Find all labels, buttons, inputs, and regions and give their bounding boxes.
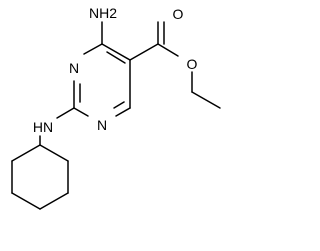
ring-n1-label: N bbox=[97, 117, 107, 133]
bond-carbonyl-ester-o bbox=[157, 43, 179, 57]
bond-c6-n1-inner bbox=[113, 101, 125, 109]
cyclohexane-bond-1 bbox=[39, 144, 69, 162]
chemical-structure: NH2 N N HN O O bbox=[11, 5, 221, 210]
ester-group bbox=[129, 21, 221, 109]
bond-c6-n1 bbox=[115, 107, 131, 117]
cyclohexane-bond-6 bbox=[11, 144, 41, 162]
bond-c5-carbonyl bbox=[129, 43, 159, 61]
pyrimidine-ring bbox=[73, 43, 131, 117]
amino-label: NH2 bbox=[89, 5, 117, 21]
bond-ch2-ch3 bbox=[191, 91, 221, 109]
ring-n3-label: N bbox=[69, 60, 79, 76]
bond-c4-c5-inner bbox=[106, 51, 126, 64]
secondary-amine-label: HN bbox=[33, 119, 53, 135]
carbonyl-oxygen-label: O bbox=[173, 6, 184, 22]
cyclohexylamino-group bbox=[11, 107, 75, 210]
ester-oxygen-label: O bbox=[187, 56, 198, 72]
cyclohexane-bond-3 bbox=[39, 192, 69, 210]
cyclohexane-bond-4 bbox=[11, 192, 41, 210]
bond-n1-c2 bbox=[73, 107, 89, 117]
bond-n3-c4 bbox=[83, 43, 103, 55]
bond-c2-nh bbox=[56, 107, 75, 119]
bond-c4-c5 bbox=[101, 43, 131, 61]
